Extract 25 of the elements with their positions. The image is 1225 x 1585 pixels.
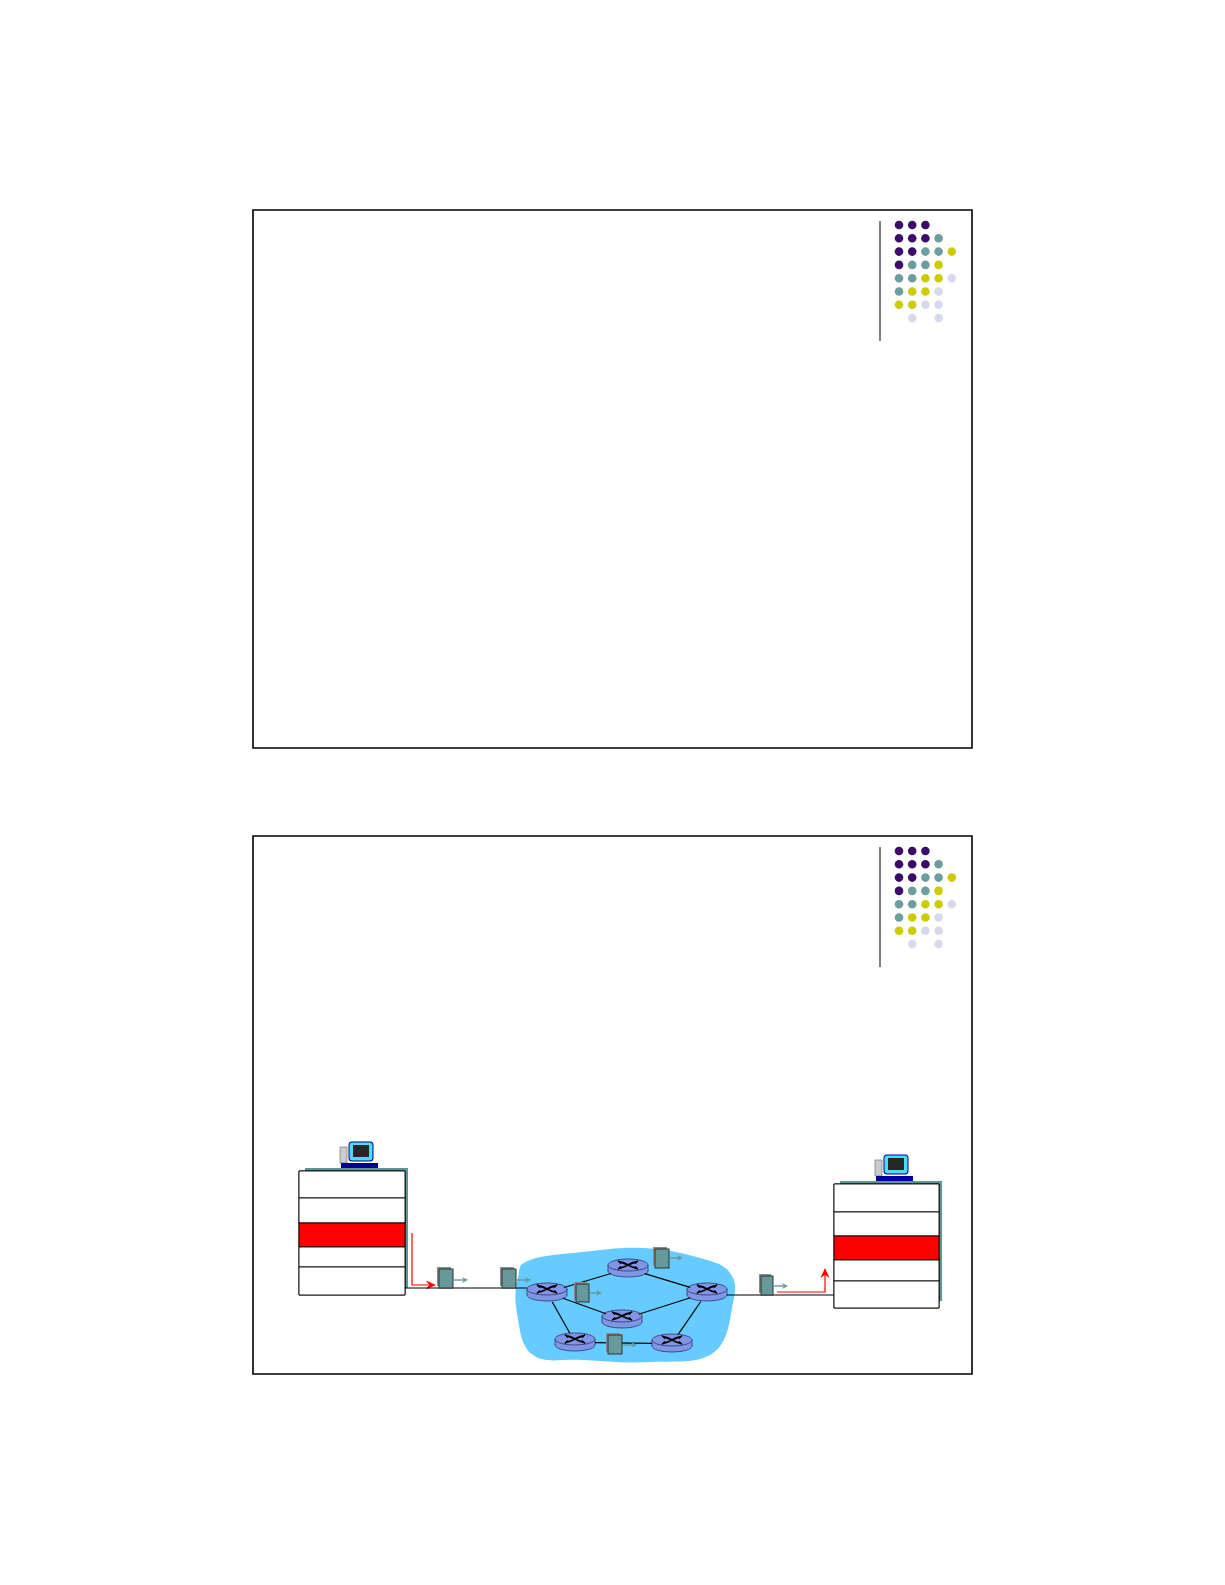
link-line [562, 1297, 607, 1315]
link-line [551, 1301, 571, 1334]
layer-box [298, 1246, 406, 1268]
router-icon [607, 1258, 649, 1278]
layer-box [298, 1170, 406, 1199]
link-line [638, 1297, 691, 1315]
link-line [726, 1294, 835, 1296]
layer-box [298, 1266, 406, 1296]
layer-box [833, 1280, 940, 1309]
link-line [644, 1273, 691, 1288]
router-icon [651, 1333, 693, 1353]
layer-box [833, 1211, 940, 1237]
router-icon [526, 1282, 568, 1302]
link-line [594, 1342, 653, 1344]
router-icon [601, 1309, 643, 1329]
layer-box [298, 1222, 406, 1248]
router-icon [554, 1332, 596, 1352]
layer-box [833, 1235, 940, 1261]
link-line [563, 1272, 612, 1289]
link-line [404, 1287, 528, 1289]
layer-box [298, 1197, 406, 1224]
link-line [677, 1300, 702, 1336]
layer-box [833, 1183, 940, 1213]
layer-box [833, 1259, 940, 1282]
router-icon [686, 1282, 728, 1302]
